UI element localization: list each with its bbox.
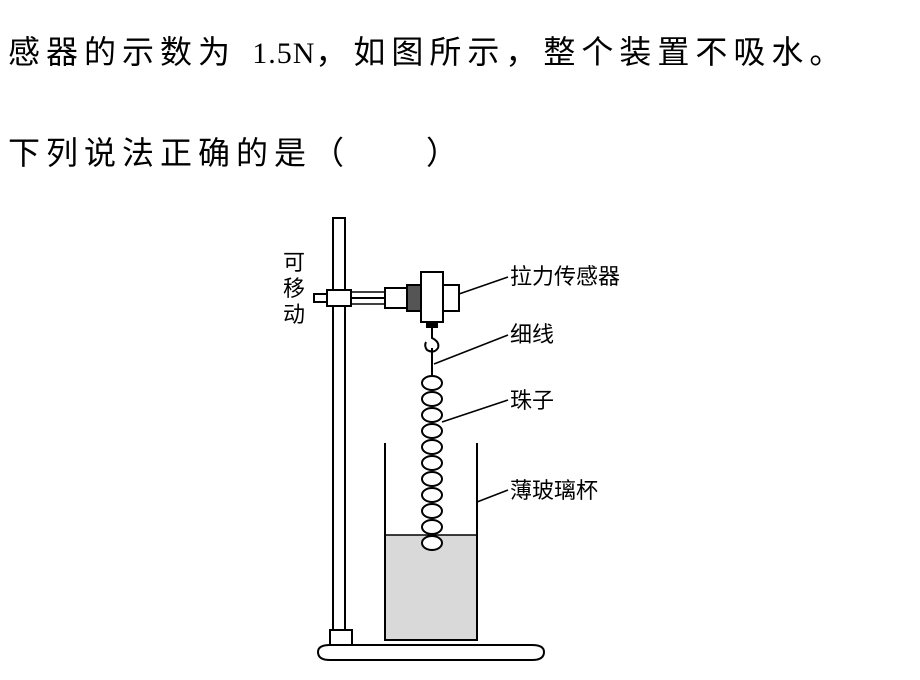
clamp-screw — [313, 293, 328, 303]
sensor-leader-line — [458, 276, 509, 295]
beads-label: 珠子 — [510, 389, 554, 414]
sensor-label: 拉力传感器 — [510, 265, 620, 290]
movable-label-3: 动 — [283, 303, 305, 328]
movable-label-1: 可 — [283, 251, 305, 276]
bead — [421, 407, 443, 423]
cup-leader-line — [476, 489, 509, 503]
bead — [421, 423, 443, 439]
question-prompt: 下列说法正确的是（ ） — [8, 134, 465, 172]
glass-cup — [384, 443, 478, 641]
bead-chain — [421, 375, 443, 535]
question-text-part-a: 感器的示数为 — [8, 33, 237, 71]
bead — [421, 455, 443, 471]
cup-label: 薄玻璃杯 — [510, 479, 598, 504]
hook — [424, 328, 440, 353]
force-reading: 1.5N — [252, 37, 316, 70]
movable-label-2: 移 — [283, 277, 305, 302]
sensor-body — [406, 284, 422, 312]
sensor-cap — [442, 284, 460, 312]
beads-leader-line — [441, 399, 509, 423]
bead — [421, 519, 443, 535]
rod-foot-block — [329, 629, 353, 646]
vertical-rod — [332, 217, 346, 631]
thread-leader-line — [433, 334, 509, 365]
bead — [421, 471, 443, 487]
question-text-part-b: ，如图所示，整个装置不吸水。 — [315, 33, 848, 71]
bead — [421, 391, 443, 407]
water — [385, 535, 477, 640]
bead — [421, 375, 443, 391]
question-text-line-1: 感器的示数为 1.5N，如图所示，整个装置不吸水。 — [8, 36, 847, 69]
bead — [421, 439, 443, 455]
sensor-tip — [426, 322, 438, 328]
bead — [421, 503, 443, 519]
sensor-housing — [420, 271, 444, 323]
rod-clamp — [326, 289, 352, 307]
bead — [421, 487, 443, 503]
sensor-connector — [384, 287, 408, 309]
stand-base — [316, 644, 546, 661]
bead-submerged — [421, 535, 443, 551]
thread-label: 细线 — [510, 323, 554, 348]
